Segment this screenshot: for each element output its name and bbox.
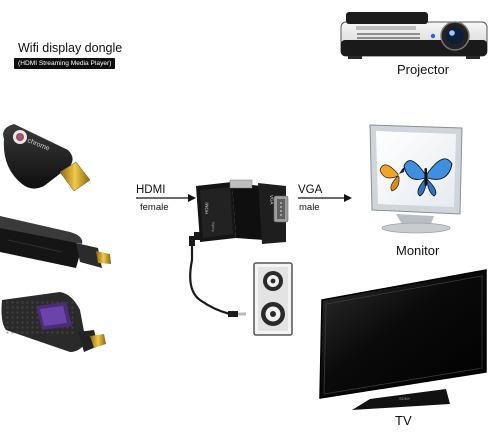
monitor-image — [369, 124, 463, 234]
adapter-audio-text: Audio — [210, 221, 215, 232]
speaker-image — [253, 262, 293, 336]
diagram-subtitle-badge: (HDMI Streaming Media Player) — [14, 58, 116, 69]
hdmi-to-vga-adapter-image: HDMI Audio VGA — [194, 179, 289, 244]
vga-gender-label: male — [299, 202, 320, 213]
projector-image — [340, 12, 488, 59]
purple-stick-dongle-image — [1, 292, 106, 352]
input-arrow — [136, 194, 196, 202]
butterfly-blue-icon — [403, 158, 453, 197]
audio-cable-image — [189, 236, 246, 317]
hdmi-stick-dongle-image — [0, 216, 111, 268]
projector-label: Projector — [397, 62, 450, 77]
adapter-hdmi-text: HDMI — [204, 202, 209, 214]
hdmi-input-label: HDMI — [136, 184, 166, 196]
diagram-title: Wifi display dongle — [18, 41, 123, 55]
tv-image: SONY — [319, 269, 487, 410]
output-arrow — [298, 194, 352, 202]
chromecast-dongle-image: chrome — [3, 124, 91, 192]
adapter-vga-text: VGA — [269, 195, 274, 205]
tv-label: TV — [395, 413, 412, 428]
hdmi-gender-label: female — [140, 202, 169, 213]
tv-brand-text: SONY — [399, 396, 411, 401]
vga-output-label: VGA — [298, 184, 323, 196]
butterfly-small-icon — [379, 164, 405, 192]
monitor-label: Monitor — [396, 243, 440, 258]
